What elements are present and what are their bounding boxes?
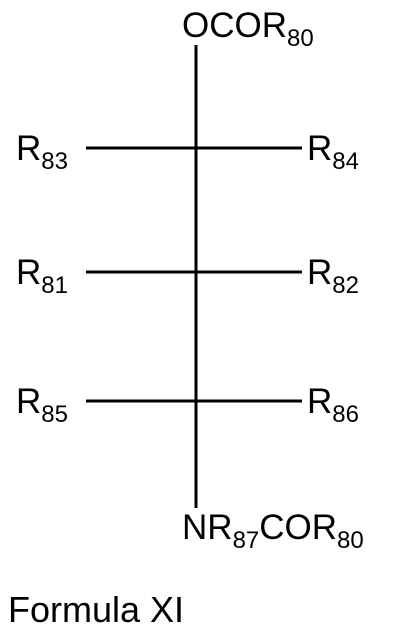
substituent-r83: R83: [16, 131, 68, 166]
substituent-r82: R82: [307, 255, 359, 290]
top-substituent: OCOR80: [182, 8, 314, 43]
substituent-r81: R81: [16, 255, 68, 290]
substituent-r84: R84: [307, 131, 359, 166]
bottom-substituent: NR87COR80: [182, 510, 364, 545]
formula-caption: Formula XI: [8, 592, 184, 628]
substituent-r85: R85: [16, 384, 68, 419]
substituent-r86: R86: [307, 384, 359, 419]
